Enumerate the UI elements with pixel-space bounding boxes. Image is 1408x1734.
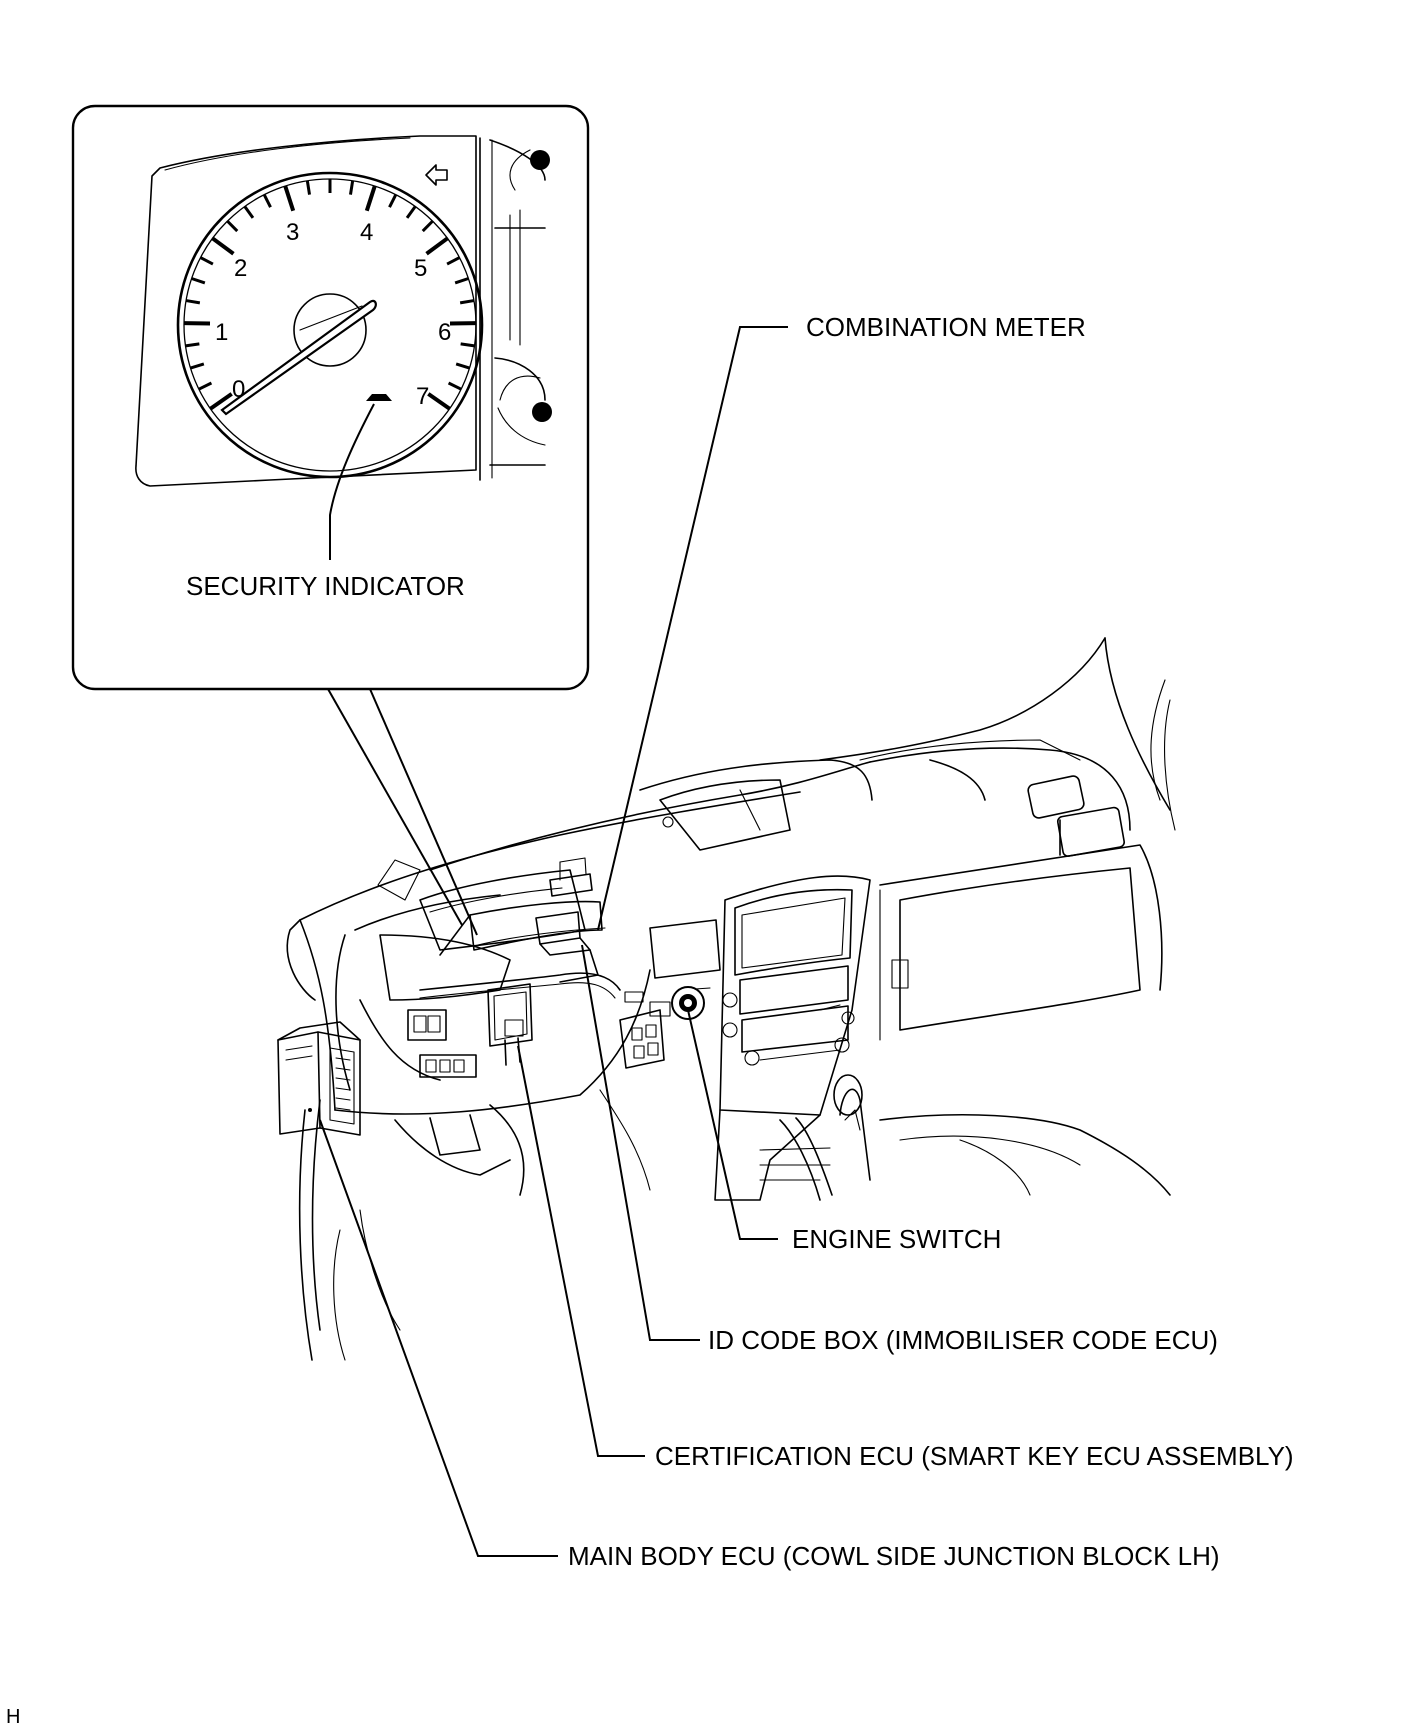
minor-tick — [226, 220, 239, 233]
callout-labels: COMBINATION METER ENGINE SWITCH ID CODE … — [568, 312, 1294, 1571]
minor-tick — [455, 362, 470, 370]
combination-meter-leader — [597, 326, 788, 931]
certification-ecu-label: CERTIFICATION ECU (SMART KEY ECU ASSEMBL… — [655, 1441, 1294, 1471]
minor-tick — [421, 220, 434, 233]
minor-tick — [388, 193, 398, 208]
tachometer-numbers: 0 1 2 3 4 5 6 7 — [215, 219, 451, 410]
minor-tick — [305, 180, 311, 195]
main-body-ecu-part — [277, 1021, 361, 1136]
minor-tick — [405, 205, 417, 219]
security-indicator-icon — [366, 394, 392, 401]
main-body-ecu-label: MAIN BODY ECU (COWL SIDE JUNCTION BLOCK … — [568, 1541, 1220, 1571]
gauge-number-7: 7 — [416, 383, 429, 410]
minor-tick — [185, 342, 200, 348]
major-tick — [283, 185, 296, 212]
major-tick — [209, 392, 233, 411]
major-tick — [211, 236, 235, 256]
engine-switch-label: ENGINE SWITCH — [792, 1224, 1001, 1254]
gauge-number-4: 4 — [360, 219, 373, 246]
minor-tick — [198, 381, 213, 391]
minor-tick — [447, 381, 462, 391]
id-code-box-leader — [581, 944, 700, 1341]
major-tick — [364, 185, 377, 212]
id-code-box-part — [535, 857, 599, 983]
engine-switch-leader — [687, 1009, 778, 1240]
gauge-number-3: 3 — [286, 219, 299, 246]
minor-tick — [243, 205, 255, 219]
tachometer: 0 1 2 3 4 5 6 7 — [176, 171, 484, 479]
major-tick — [427, 392, 451, 411]
meter-housing-top-curve — [164, 137, 411, 171]
turn-signal-icon — [425, 164, 448, 186]
meter-inset: 0 1 2 3 4 5 6 7 SECURITY INDICATOR — [71, 104, 590, 691]
minor-tick — [454, 277, 469, 285]
gauge-number-5: 5 — [414, 255, 427, 282]
meter-housing — [135, 135, 477, 487]
minor-tick — [349, 180, 355, 195]
minor-tick — [191, 277, 206, 285]
minor-tick — [199, 256, 214, 266]
inset-frame — [71, 104, 590, 691]
combination-meter-label: COMBINATION METER — [806, 312, 1086, 342]
combination-meter-part — [439, 900, 606, 956]
gauge-number-6: 6 — [438, 319, 451, 346]
security-indicator-leader — [329, 403, 375, 560]
minor-tick — [446, 256, 461, 266]
minor-tick — [185, 299, 201, 305]
certification-ecu-part — [487, 983, 533, 1066]
leader-lines — [319, 326, 788, 1557]
gauge-number-2: 2 — [234, 255, 247, 282]
corner-mark: H — [6, 1706, 20, 1728]
gauge-number-1: 1 — [215, 319, 228, 346]
gauge-needle — [220, 299, 377, 416]
minor-tick — [459, 299, 475, 305]
security-indicator-label: SECURITY INDICATOR — [186, 571, 465, 601]
major-tick — [425, 236, 449, 256]
certification-ecu-leader — [517, 1045, 645, 1457]
main-body-ecu-leader — [319, 1119, 558, 1557]
minor-tick — [262, 193, 272, 208]
minor-tick — [460, 342, 475, 348]
engine-switch-part — [671, 986, 705, 1020]
inset-pointer-lines — [327, 688, 478, 936]
dashboard-illustration — [277, 637, 1176, 1361]
tachometer-ticks — [183, 179, 477, 411]
minor-tick — [190, 362, 205, 370]
id-code-box-label: ID CODE BOX (IMMOBILISER CODE ECU) — [708, 1325, 1218, 1355]
